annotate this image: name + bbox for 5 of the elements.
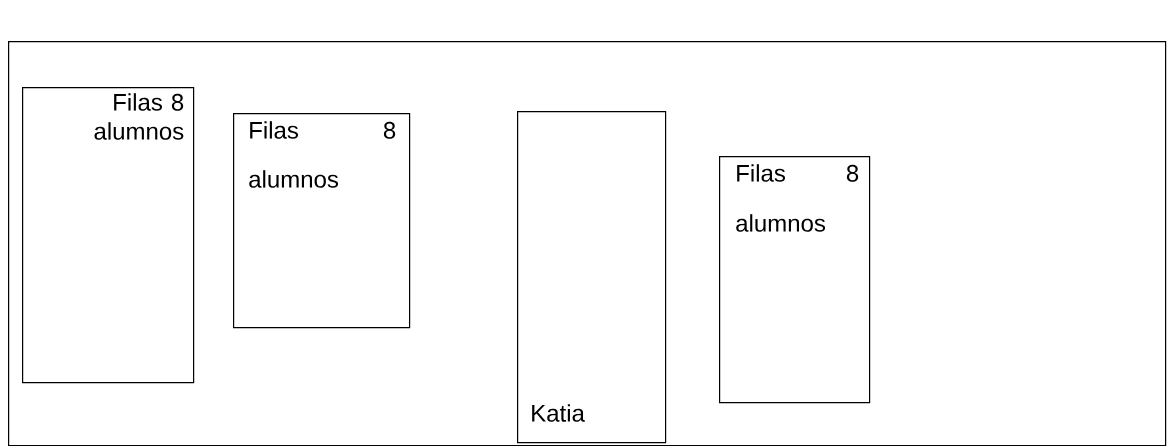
text-box: Katia [517,111,667,444]
frame [8,41,1167,446]
text-box: Filas 8 alumnos [719,156,871,404]
text-box: Filas 8 alumnos [22,87,195,384]
text-box: Filas 8 alumnos [233,113,411,329]
